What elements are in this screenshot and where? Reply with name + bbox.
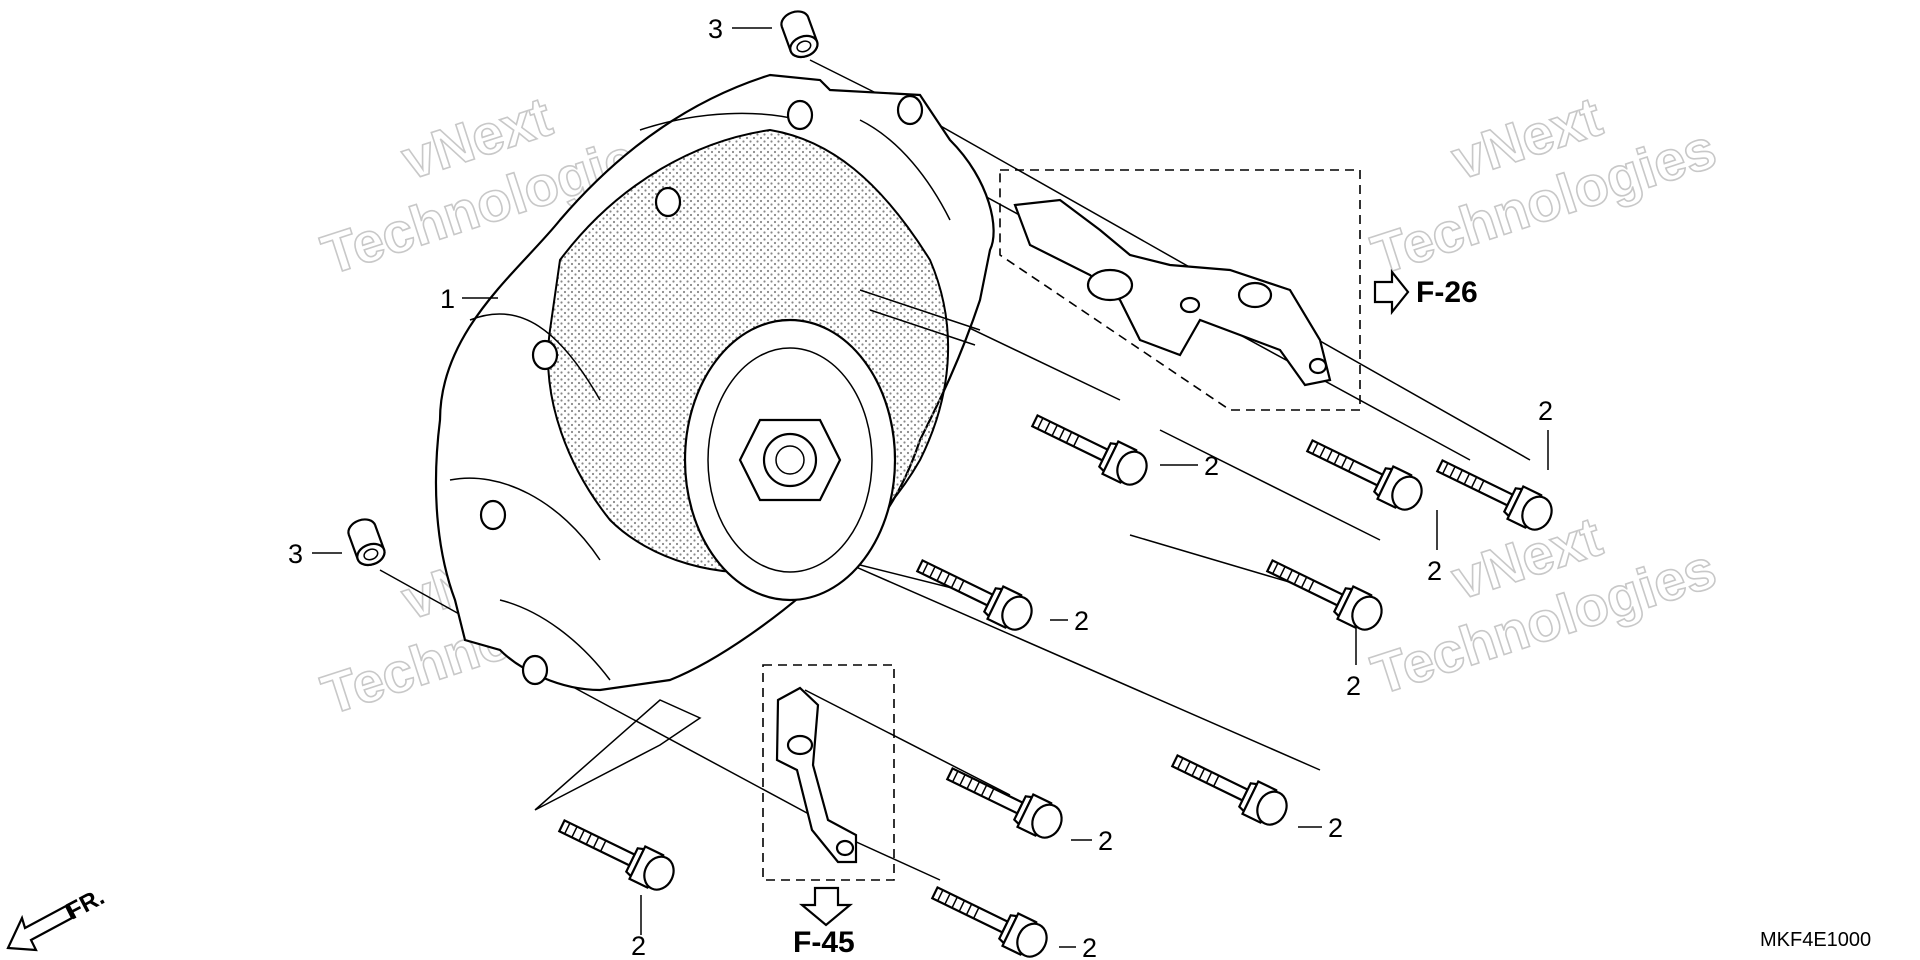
lower-bracket-group: F-45 — [762, 664, 895, 959]
callout-bolt: 2 — [1082, 933, 1097, 960]
callout-cover: 1 — [440, 284, 455, 314]
callout-bolt: 2 — [1346, 671, 1361, 701]
reference-arrow-icon — [798, 886, 854, 927]
callout-dowel: 3 — [288, 539, 303, 569]
callout-bolt: 2 — [1098, 826, 1113, 856]
flange-bolt — [1260, 548, 1389, 637]
callout-bolt: 2 — [631, 931, 646, 960]
callout-leaders — [312, 27, 1549, 948]
bolt-guide-box — [534, 699, 702, 811]
upper-bracket-group: F-26 — [999, 169, 1478, 411]
front-arrow-icon — [6, 904, 74, 952]
flange-bolt — [552, 808, 681, 897]
front-direction-indicator: FR. — [6, 883, 109, 952]
reference-arrow-icon — [1373, 268, 1410, 316]
part-code: MKF4E1000 — [1760, 929, 1871, 951]
dowel-pin — [344, 514, 389, 570]
dowel-pin — [777, 6, 822, 62]
generator-cover — [434, 73, 995, 692]
flange-bolt — [1430, 448, 1559, 537]
flange-bolt — [910, 548, 1039, 637]
callout-bolt: 2 — [1204, 451, 1219, 481]
callout-dowel: 3 — [708, 14, 723, 44]
callout-bolt: 2 — [1074, 606, 1089, 636]
flange-bolt — [1165, 743, 1294, 832]
callout-bolt: 2 — [1328, 813, 1343, 843]
flange-bolt — [1300, 428, 1429, 517]
callouts: 3 1 3 2 2 2 2 2 2 2 2 2 — [288, 14, 1553, 960]
callout-bolt: 2 — [1427, 556, 1442, 586]
callout-bolt: 2 — [1538, 396, 1553, 426]
flange-bolt — [925, 875, 1054, 960]
lower-bracket-reference: F-45 — [793, 926, 855, 959]
flange-bolt — [1025, 403, 1154, 492]
upper-bracket-reference: F-26 — [1416, 276, 1478, 309]
